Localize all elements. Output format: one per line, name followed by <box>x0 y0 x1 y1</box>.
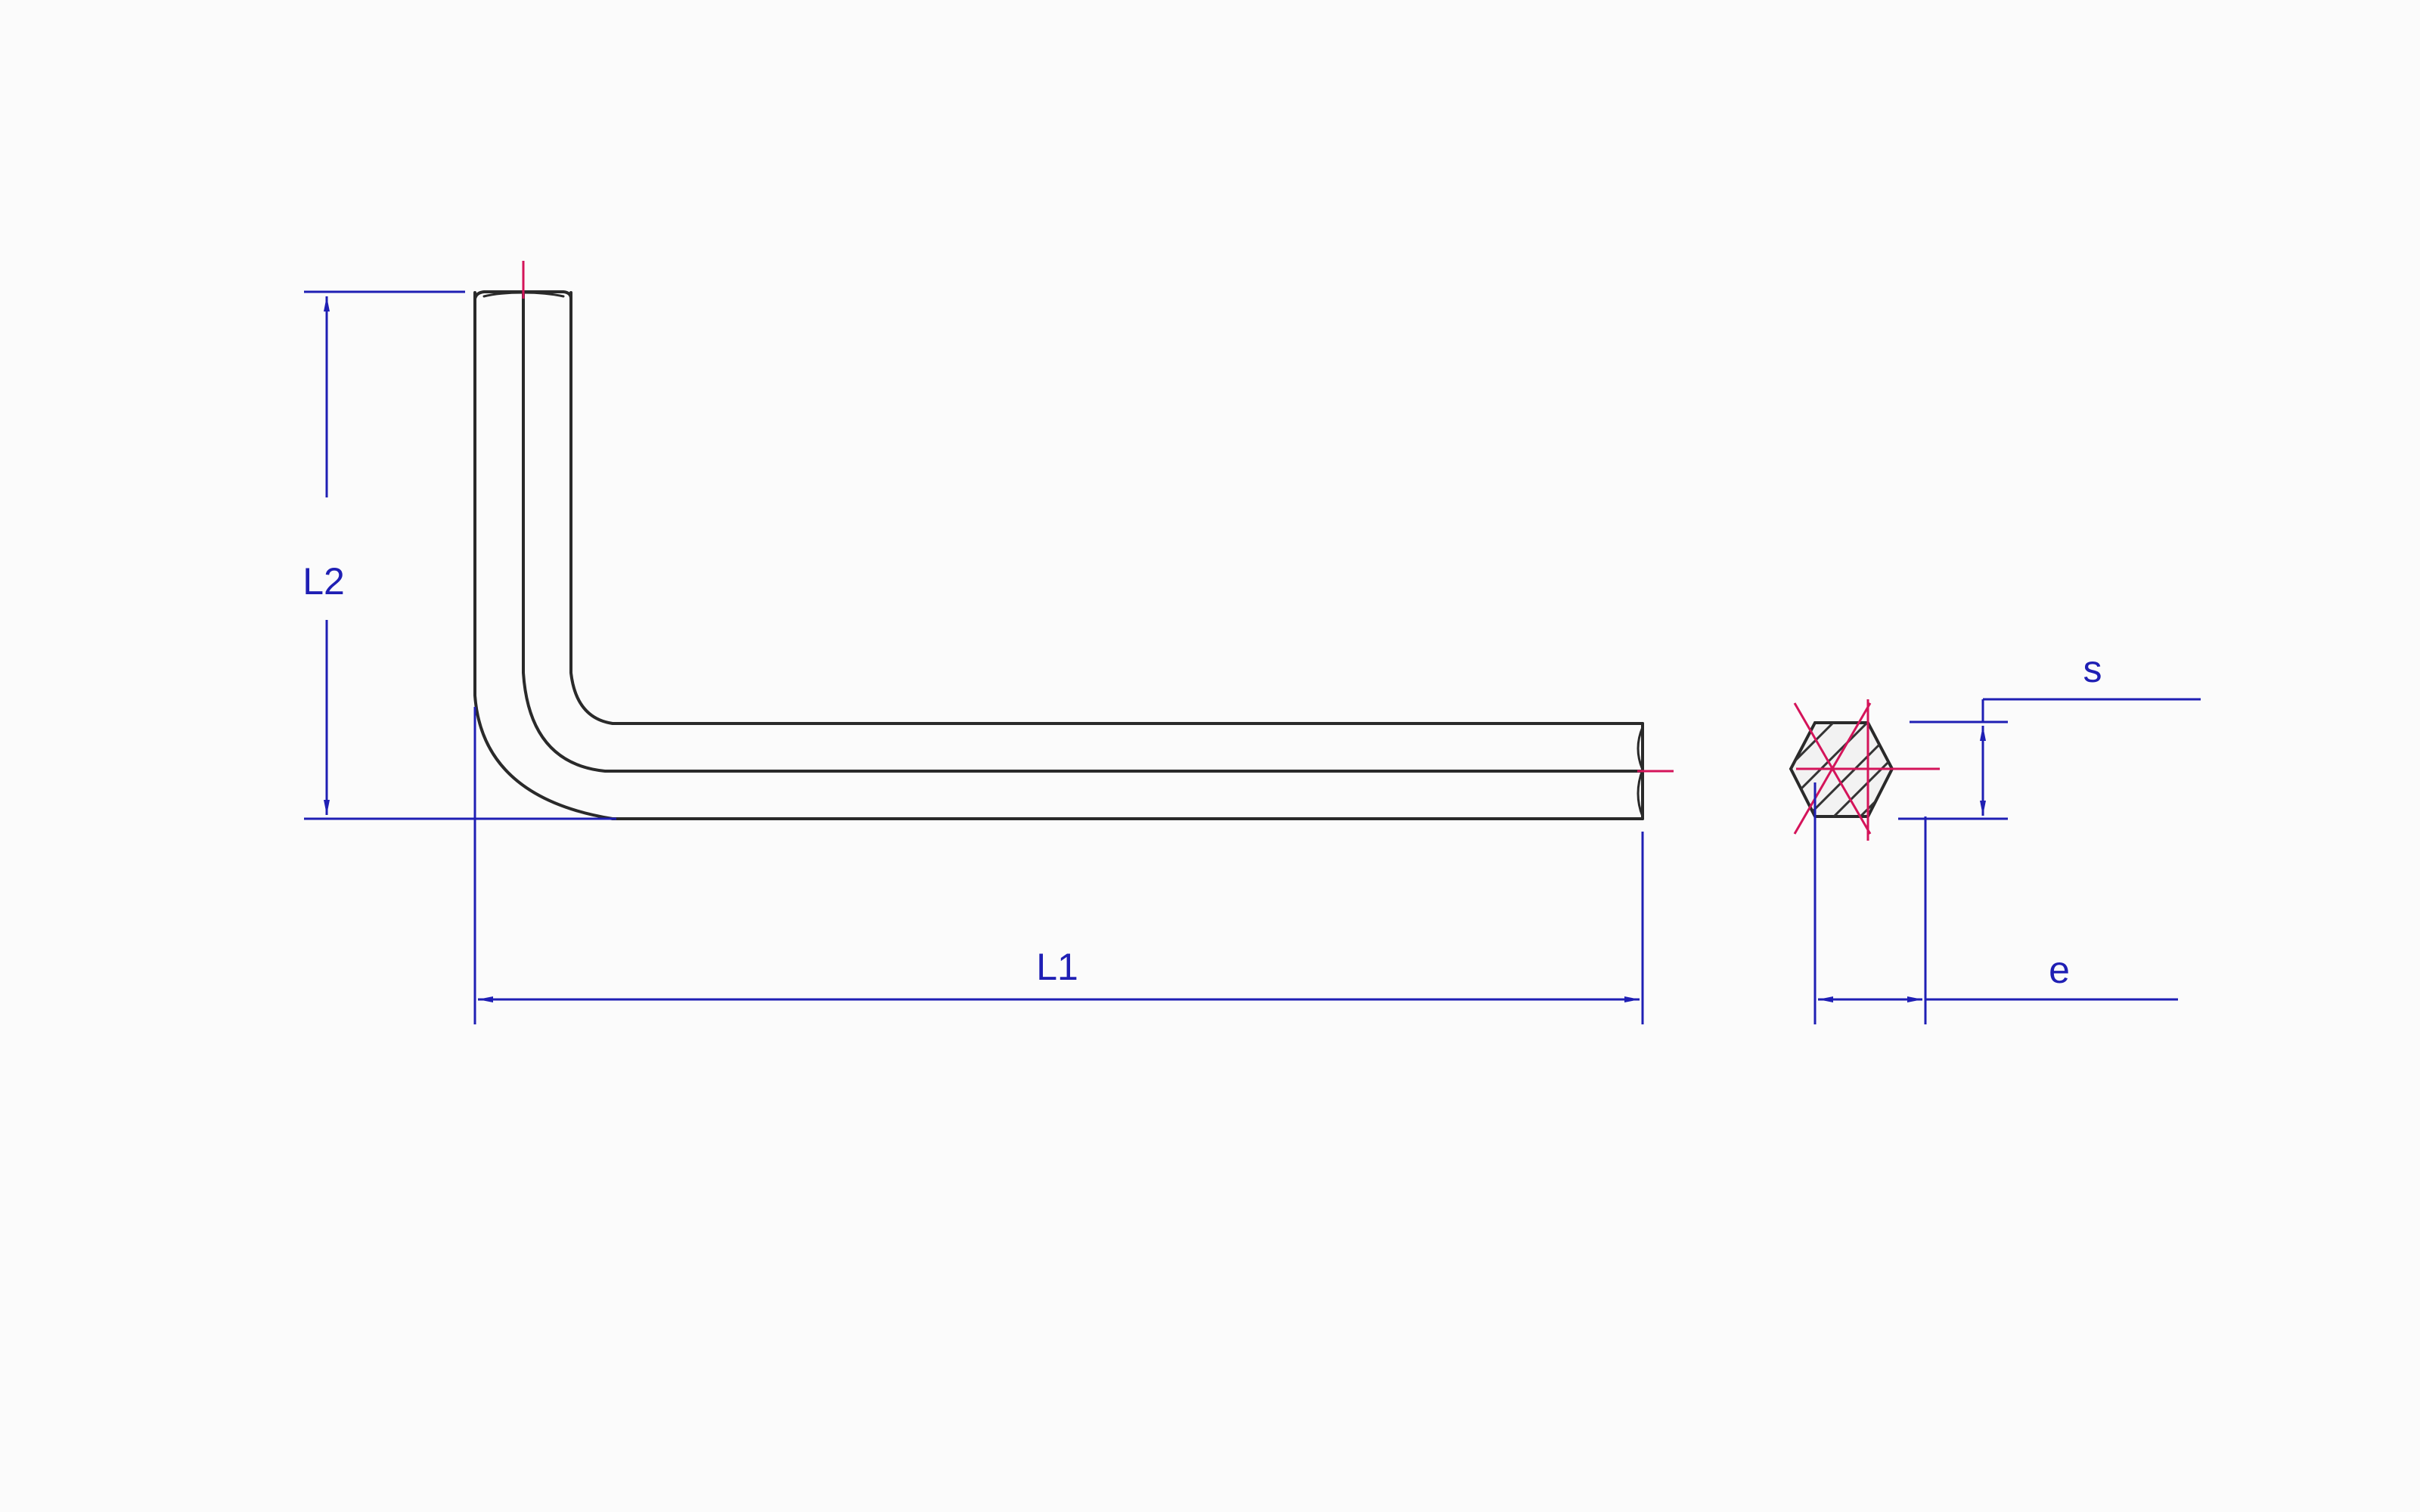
label-l2: L2 <box>302 560 345 603</box>
key-middle-edge <box>522 291 1644 773</box>
key-center-marks <box>522 261 1674 773</box>
dimension-labels: L2 L1 s e <box>302 560 2102 991</box>
key-inner-edge <box>569 291 1644 725</box>
label-s: s <box>2083 648 2102 690</box>
key-outer-edge <box>473 291 1644 820</box>
label-e: e <box>2049 949 2070 991</box>
hex-key-profile <box>473 290 1644 820</box>
hex-centerlines <box>1793 699 1940 841</box>
label-l1: L1 <box>1036 946 1078 988</box>
dimension-lines <box>304 290 2201 1024</box>
